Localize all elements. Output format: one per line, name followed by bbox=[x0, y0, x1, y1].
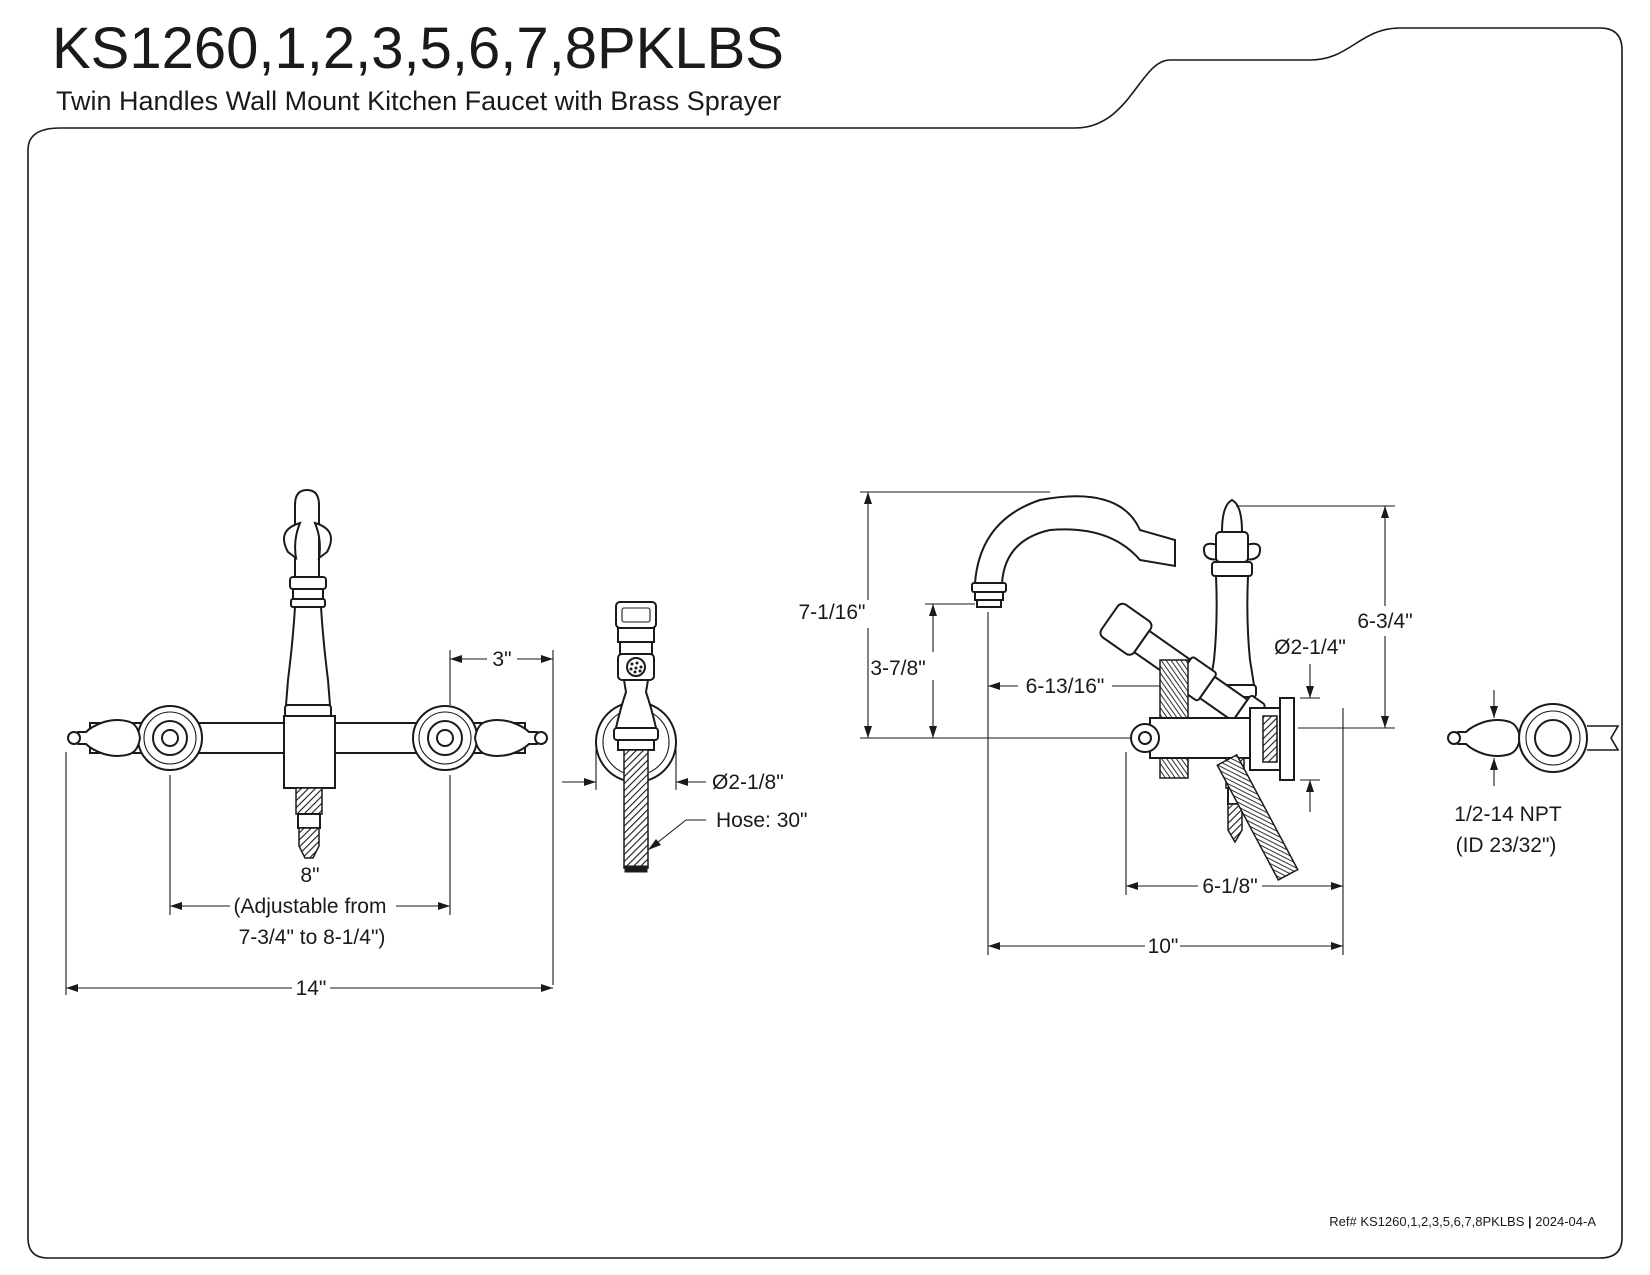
dim-thread-id: (ID 23/32") bbox=[1456, 834, 1557, 857]
footer-separator: | bbox=[1528, 1214, 1532, 1229]
product-subtitle: Twin Handles Wall Mount Kitchen Faucet w… bbox=[56, 86, 781, 116]
dim-spout-reach: 6-13/16" bbox=[1026, 675, 1105, 698]
front-view-faucet bbox=[67, 488, 548, 859]
dim-handle-height: 6-3/4" bbox=[1357, 610, 1412, 633]
dim-centers-note-1: (Adjustable from bbox=[234, 895, 387, 918]
front-view-dimensions bbox=[65, 650, 554, 995]
dim-sprayer-diameter: Ø2-1/8" bbox=[712, 771, 784, 794]
dim-centers: 8" bbox=[300, 864, 319, 887]
sprayer-dimensions bbox=[562, 742, 706, 851]
inlet-view bbox=[1447, 690, 1620, 786]
dim-overall-width: 14" bbox=[296, 977, 327, 1000]
dim-hose-length: Hose: 30" bbox=[716, 809, 808, 832]
dim-projection: 6-1/8" bbox=[1202, 875, 1257, 898]
side-view-faucet bbox=[971, 495, 1299, 881]
dim-total-height: 7-1/16" bbox=[799, 601, 866, 624]
dim-overall-depth: 10" bbox=[1148, 935, 1179, 958]
sprayer-view bbox=[595, 601, 677, 873]
side-view-dimensions bbox=[860, 491, 1395, 955]
product-title: KS1260,1,2,3,5,6,7,8PKLBS bbox=[52, 16, 784, 81]
footer-ref-label: Ref# KS1260,1,2,3,5,6,7,8PKLBS bbox=[1329, 1214, 1524, 1229]
dim-spout-height: 3-7/8" bbox=[870, 657, 925, 680]
border-frame bbox=[27, 27, 1623, 1259]
dim-flange-diameter: Ø2-1/4" bbox=[1274, 636, 1346, 659]
footer-reference: Ref# KS1260,1,2,3,5,6,7,8PKLBS | 2024-04… bbox=[1329, 1214, 1596, 1229]
dim-centers-note-2: 7-3/4" to 8-1/4") bbox=[239, 926, 386, 949]
dim-thread-size: 1/2-14 NPT bbox=[1454, 803, 1562, 826]
footer-revision: 2024-04-A bbox=[1535, 1214, 1596, 1229]
dim-handle-offset: 3" bbox=[492, 648, 511, 671]
